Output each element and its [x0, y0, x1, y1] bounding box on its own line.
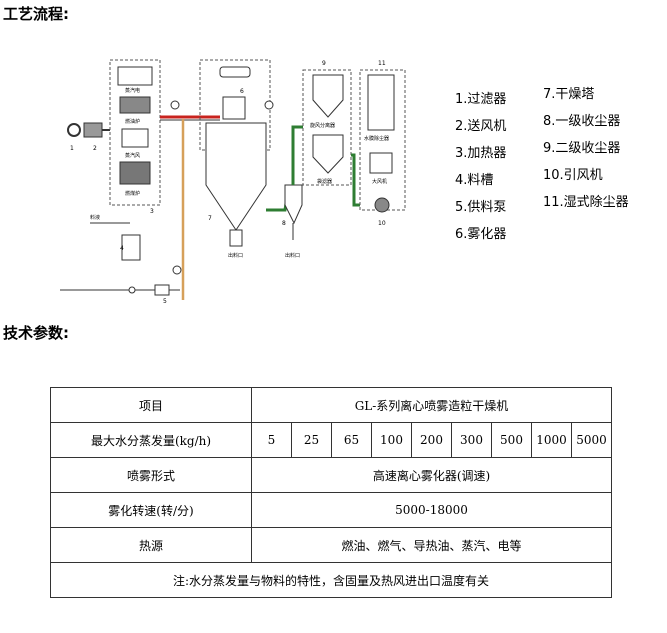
- row-label: 热源: [50, 527, 252, 563]
- diagram-num-3: 3: [150, 208, 154, 215]
- diagram-label-heater: 燃油炉: [125, 118, 140, 125]
- diagram-label-outlet-7: 出料口: [228, 252, 243, 259]
- diagram-num-8: 8: [282, 220, 286, 227]
- section-title-process: 工艺流程:: [3, 5, 69, 23]
- row-label: 雾化转速(转/分): [50, 492, 252, 528]
- legend-item: 11.湿式除尘器: [543, 195, 629, 210]
- specs-table: 项目 GL-系列离心喷雾造粒干燥机 最大水分蒸发量(kg/h) 5 25 65 …: [50, 387, 612, 598]
- diagram-num-7: 7: [208, 215, 212, 222]
- table-row: 热源 燃油、燃气、导热油、蒸汽、电等: [50, 527, 612, 563]
- row-label: 喷雾形式: [50, 457, 252, 493]
- diagram-label-bag: 袋滤器: [317, 178, 332, 185]
- table-header-label: 项目: [50, 387, 252, 423]
- table-cell: 300: [451, 422, 492, 458]
- table-row: 注:水分蒸发量与物料的特性，含固量及热风进出口温度有关: [50, 562, 612, 598]
- table-row: 项目 GL-系列离心喷雾造粒干燥机: [50, 387, 612, 423]
- legend-item: 10.引风机: [543, 168, 603, 183]
- diagram-num-4: 4: [120, 245, 124, 252]
- diagram-label-furnace: 燃煤炉: [125, 190, 140, 197]
- table-cell: 5000: [571, 422, 612, 458]
- legend-item: 4.料槽: [455, 173, 494, 188]
- table-cell: 200: [411, 422, 452, 458]
- table-cell: 65: [331, 422, 372, 458]
- table-cell: 25: [291, 422, 332, 458]
- table-row: 雾化转速(转/分) 5000-18000: [50, 492, 612, 528]
- induced-fan-icon: [374, 197, 390, 213]
- diagram-label-steam-motor: 蒸汽电: [125, 87, 140, 94]
- collector-9-box: [302, 69, 352, 186]
- table-cell: 1000: [531, 422, 572, 458]
- legend-item: 2.送风机: [455, 119, 507, 134]
- legend-item: 6.雾化器: [455, 227, 507, 242]
- section-title-params: 技术参数:: [3, 324, 69, 342]
- feed-tank-icon: [121, 234, 141, 261]
- legend: 1.过滤器 2.送风机 3.加热器 4.料槽 5.供料泵 6.雾化器 7.干燥塔…: [455, 78, 665, 248]
- diagram-num-9: 9: [322, 60, 326, 67]
- table-cell: 高速离心雾化器(调速): [251, 457, 612, 493]
- diagram-num-11: 11: [378, 60, 386, 67]
- diagram-label-gas-fan: 蒸汽风: [125, 152, 140, 159]
- table-row: 最大水分蒸发量(kg/h) 5 25 65 100 200 300 500 10…: [50, 422, 612, 458]
- diagram-num-1: 1: [70, 145, 74, 152]
- table-note: 注:水分蒸发量与物料的特性，含固量及热风进出口温度有关: [50, 562, 612, 598]
- legend-item: 3.加热器: [455, 146, 507, 161]
- table-cell: 500: [491, 422, 532, 458]
- legend-item: 5.供料泵: [455, 200, 507, 215]
- diagram-num-10: 10: [378, 220, 386, 227]
- legend-item: 7.干燥塔: [543, 87, 595, 102]
- diagram-label-scrubber: 水膜除尘器: [364, 135, 389, 142]
- table-cell: 100: [371, 422, 412, 458]
- diagram-num-5: 5: [163, 298, 167, 305]
- cyclone-8-icon: [284, 184, 303, 225]
- legend-item: 1.过滤器: [455, 92, 507, 107]
- diagram-label-outlet-8: 出料口: [285, 252, 300, 259]
- filter-icon: [67, 123, 81, 137]
- diagram-label-cyclone: 旋风分离器: [310, 122, 335, 129]
- table-header-value: GL-系列离心喷雾造粒干燥机: [251, 387, 612, 423]
- row-label: 最大水分蒸发量(kg/h): [50, 422, 252, 458]
- diagram-label-fan: 大风机: [372, 178, 387, 185]
- drying-tower-icon: [205, 122, 267, 231]
- table-cell: 5000-18000: [251, 492, 612, 528]
- table-cell: 燃油、燃气、导热油、蒸汽、电等: [251, 527, 612, 563]
- table-cell: 5: [251, 422, 292, 458]
- table-row: 喷雾形式 高速离心雾化器(调速): [50, 457, 612, 493]
- legend-item: 9.二级收尘器: [543, 141, 621, 156]
- diagram-label-feed: 料液: [90, 214, 100, 221]
- blower-icon: [83, 122, 103, 138]
- process-flow-diagram: 1 2 蒸汽电 燃油炉 蒸汽风 燃煤炉 3 6 7 出料口 料液 4 5 8 出…: [60, 59, 406, 305]
- diagram-num-2: 2: [93, 145, 97, 152]
- legend-item: 8.一级收尘器: [543, 114, 621, 129]
- diagram-num-6: 6: [240, 88, 244, 95]
- heater-box: [109, 59, 161, 206]
